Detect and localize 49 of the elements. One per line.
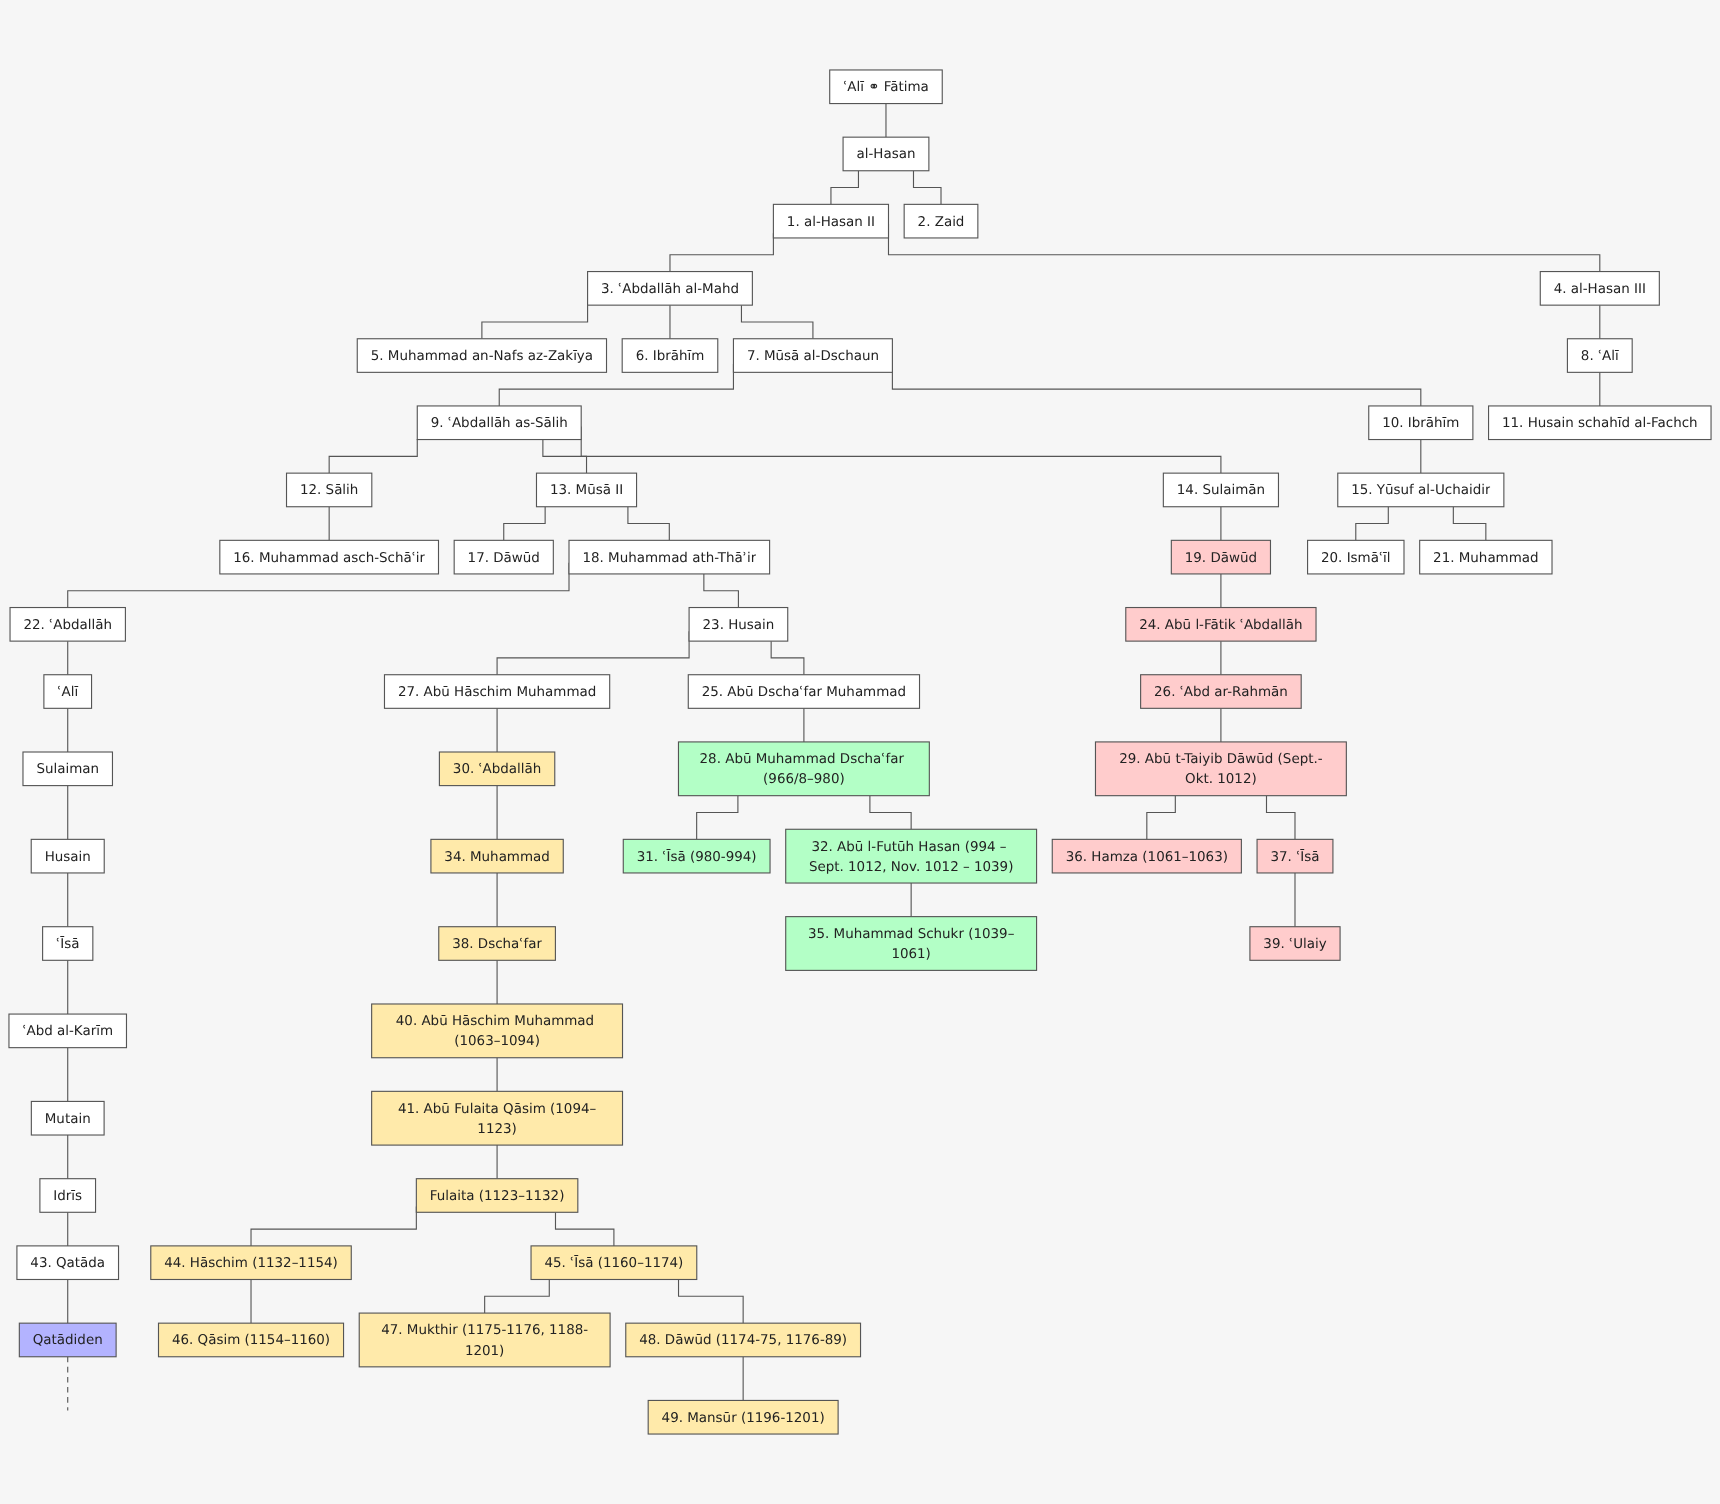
connector (703, 573, 739, 609)
connector (328, 438, 418, 474)
connector (496, 959, 498, 1005)
connector (677, 1278, 744, 1324)
connector (803, 707, 805, 743)
connector (742, 1356, 744, 1401)
connector (1220, 506, 1222, 541)
connector (1599, 371, 1601, 407)
connector (67, 707, 69, 753)
connector (67, 640, 69, 676)
connector (496, 1144, 498, 1180)
connector (67, 959, 69, 1015)
connector (67, 785, 69, 840)
connector (910, 882, 912, 918)
connector (627, 506, 670, 541)
connector (496, 872, 498, 928)
connector (1294, 872, 1296, 928)
connector (1146, 795, 1176, 840)
connector (1220, 573, 1222, 609)
connector (912, 170, 942, 205)
connector (1355, 506, 1389, 541)
connector (830, 170, 859, 205)
connector (696, 795, 739, 840)
connector (484, 1278, 550, 1314)
connector (554, 1211, 615, 1247)
connector (496, 707, 498, 753)
connector (542, 439, 588, 474)
connector (1220, 640, 1222, 676)
connector (250, 1278, 252, 1324)
connector (1452, 506, 1487, 541)
connector (503, 506, 546, 541)
connector (496, 785, 498, 840)
connector (1420, 439, 1422, 474)
connector (1599, 304, 1601, 340)
connector (1220, 707, 1222, 743)
connector (481, 302, 589, 340)
connector (496, 1057, 498, 1092)
connector (67, 1278, 69, 1324)
connector (770, 640, 805, 676)
connector (1265, 795, 1296, 840)
connector (669, 304, 671, 340)
connector (328, 506, 330, 541)
connector (740, 304, 814, 340)
connector (885, 103, 887, 138)
connector (67, 1134, 69, 1180)
connector (67, 872, 69, 928)
connector (869, 795, 912, 830)
connector (67, 1211, 69, 1247)
connector (67, 1047, 69, 1102)
